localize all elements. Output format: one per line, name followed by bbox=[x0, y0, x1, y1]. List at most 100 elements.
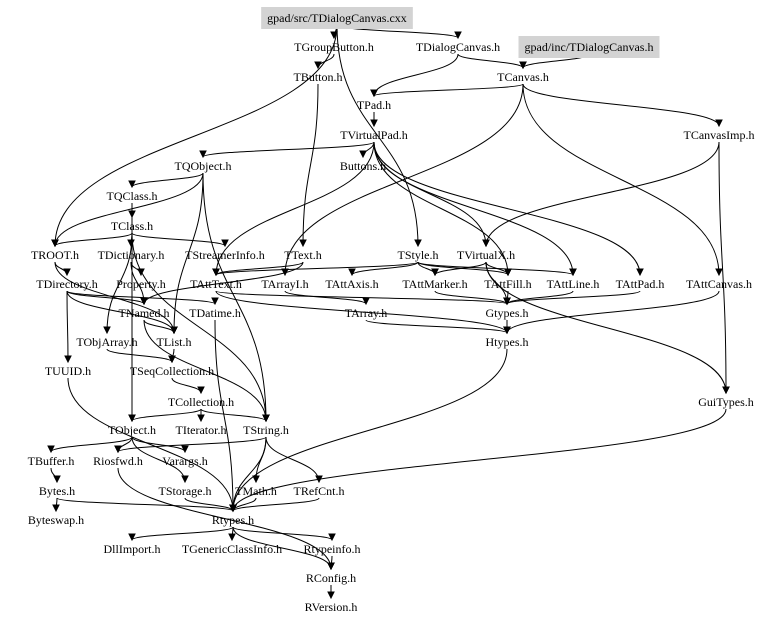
node-tstring[interactable]: TString.h bbox=[243, 423, 289, 437]
edge-tgroup-button-to-tbutton bbox=[317, 53, 335, 69]
node-tatt-pad[interactable]: TAttPad.h bbox=[616, 277, 665, 291]
arrowhead-icon bbox=[170, 326, 178, 335]
node-tbuffer[interactable]: TBuffer.h bbox=[28, 454, 75, 468]
node-label: TMath.h bbox=[235, 484, 277, 498]
arrowhead-icon bbox=[128, 180, 136, 189]
edge-tqobject-to-tqclass bbox=[131, 172, 204, 188]
node-tgeneric-class-info[interactable]: TGenericClassInfo.h bbox=[182, 542, 282, 556]
node-tstorage[interactable]: TStorage.h bbox=[159, 484, 212, 498]
arrowhead-icon bbox=[454, 31, 462, 40]
edge-tvirtual-x-to-tatt-marker bbox=[434, 261, 487, 276]
node-buttons[interactable]: Buttons.h bbox=[340, 159, 386, 173]
node-tnamed[interactable]: TNamed.h bbox=[119, 306, 170, 320]
node-rconfig[interactable]: RConfig.h bbox=[306, 571, 356, 585]
edge-rtypes-to-rconfig bbox=[232, 526, 332, 570]
node-label: TUUID.h bbox=[45, 364, 91, 378]
node-label: TNamed.h bbox=[119, 306, 170, 320]
node-label: gpad/inc/TDialogCanvas.h bbox=[525, 40, 654, 54]
edge-tvirtual-pad-to-tatt-pad bbox=[373, 141, 641, 276]
node-label: TIterator.h bbox=[176, 423, 227, 437]
node-label: TCanvas.h bbox=[497, 70, 549, 84]
node-titerator[interactable]: TIterator.h bbox=[176, 423, 227, 437]
node-tatt-canvas[interactable]: TAttCanvas.h bbox=[686, 277, 752, 291]
node-label: TDictionary.h bbox=[98, 248, 165, 262]
node-label: GuiTypes.h bbox=[698, 395, 754, 409]
node-gui-types[interactable]: GuiTypes.h bbox=[698, 395, 754, 409]
node-label: Varargs.h bbox=[162, 454, 207, 468]
node-tgroup-button[interactable]: TGroupButton.h bbox=[294, 40, 374, 54]
node-tseq-collection[interactable]: TSeqCollection.h bbox=[130, 364, 214, 378]
node-tarray-i[interactable]: TArrayI.h bbox=[261, 277, 308, 291]
arrowhead-icon bbox=[431, 268, 439, 277]
node-riosfwd[interactable]: Riosfwd.h bbox=[93, 454, 143, 468]
node-dll-import[interactable]: DllImport.h bbox=[104, 542, 161, 556]
arrowhead-icon bbox=[503, 297, 511, 306]
arrowhead-icon bbox=[168, 355, 176, 364]
node-tlist[interactable]: TList.h bbox=[157, 335, 192, 349]
node-tatt-axis[interactable]: TAttAxis.h bbox=[325, 277, 378, 291]
edge-tdirectory-to-tnamed bbox=[66, 290, 145, 305]
node-tdictionary[interactable]: TDictionary.h bbox=[98, 248, 165, 262]
node-byteswap[interactable]: Byteswap.h bbox=[28, 513, 84, 527]
node-tcollection[interactable]: TCollection.h bbox=[168, 395, 234, 409]
node-tobj-array[interactable]: TObjArray.h bbox=[76, 335, 137, 349]
node-tdialog-canvas[interactable]: TDialogCanvas.h bbox=[416, 40, 500, 54]
arrowhead-icon bbox=[327, 562, 335, 571]
node-tobject[interactable]: TObject.h bbox=[108, 423, 156, 437]
node-label: TAttText.h bbox=[190, 277, 242, 291]
edge-bytes-to-rtypes bbox=[56, 497, 234, 512]
node-tqobject[interactable]: TQObject.h bbox=[175, 159, 232, 173]
node-label: TObjArray.h bbox=[76, 335, 137, 349]
node-tclass[interactable]: TClass.h bbox=[111, 219, 153, 233]
node-ttext[interactable]: TText.h bbox=[284, 248, 321, 262]
arrowhead-icon bbox=[504, 268, 512, 277]
node-troot[interactable]: TROOT.h bbox=[31, 248, 79, 262]
node-rtypeinfo[interactable]: Rtypeinfo.h bbox=[304, 542, 361, 556]
edge-tdialog-canvas-to-tcanvas bbox=[457, 53, 524, 69]
arrowhead-icon bbox=[103, 326, 111, 335]
node-tcanvas[interactable]: TCanvas.h bbox=[497, 70, 549, 84]
node-tstreamer-info[interactable]: TStreamerInfo.h bbox=[185, 248, 265, 262]
node-varargs[interactable]: Varargs.h bbox=[162, 454, 207, 468]
node-tatt-fill[interactable]: TAttFill.h bbox=[484, 277, 531, 291]
edge-tdirectory-to-tlist bbox=[66, 290, 175, 334]
node-tbutton[interactable]: TButton.h bbox=[293, 70, 342, 84]
node-tatt-marker[interactable]: TAttMarker.h bbox=[402, 277, 467, 291]
node-rversion[interactable]: RVersion.h bbox=[305, 600, 358, 614]
arrowhead-icon bbox=[137, 268, 145, 277]
arrowhead-icon bbox=[327, 591, 335, 600]
node-rtypes[interactable]: Rtypes.h bbox=[212, 513, 254, 527]
node-tatt-line[interactable]: TAttLine.h bbox=[547, 277, 600, 291]
node-label: TAttPad.h bbox=[616, 277, 665, 291]
node-src[interactable]: gpad/src/TDialogCanvas.cxx bbox=[261, 7, 413, 29]
node-tvirtual-pad[interactable]: TVirtualPad.h bbox=[340, 128, 408, 142]
arrowhead-icon bbox=[128, 414, 136, 423]
node-tdirectory[interactable]: TDirectory.h bbox=[36, 277, 98, 291]
node-tcanvas-imp[interactable]: TCanvasImp.h bbox=[684, 128, 755, 142]
node-inc[interactable]: gpad/inc/TDialogCanvas.h bbox=[518, 36, 660, 58]
node-label: TGenericClassInfo.h bbox=[182, 542, 282, 556]
node-gtypes[interactable]: Gtypes.h bbox=[486, 306, 529, 320]
node-htypes[interactable]: Htypes.h bbox=[486, 335, 529, 349]
node-label: TStyle.h bbox=[398, 248, 439, 262]
node-tarray[interactable]: TArray.h bbox=[345, 306, 388, 320]
node-label: TAttAxis.h bbox=[325, 277, 378, 291]
node-tvirtual-x[interactable]: TVirtualX.h bbox=[457, 248, 515, 262]
node-tpad[interactable]: TPad.h bbox=[357, 98, 391, 112]
node-tdatime[interactable]: TDatime.h bbox=[189, 306, 241, 320]
arrowhead-icon bbox=[370, 89, 378, 98]
node-tmath[interactable]: TMath.h bbox=[235, 484, 277, 498]
edge-tclass-to-tstring bbox=[131, 232, 267, 422]
edge-tdirectory-to-tuuid bbox=[66, 290, 69, 363]
node-tatt-text[interactable]: TAttText.h bbox=[190, 277, 242, 291]
node-tref-cnt[interactable]: TRefCnt.h bbox=[294, 484, 345, 498]
node-tstyle[interactable]: TStyle.h bbox=[398, 248, 439, 262]
node-tqclass[interactable]: TQClass.h bbox=[107, 189, 158, 203]
edge-tstorage-to-rtypes bbox=[184, 497, 234, 512]
edge-src-to-troot bbox=[54, 24, 338, 247]
edge-tcanvas-to-tarray-i bbox=[284, 83, 524, 276]
highlight-box bbox=[518, 36, 660, 58]
node-bytes[interactable]: Bytes.h bbox=[39, 484, 75, 498]
node-property[interactable]: Property.h bbox=[116, 277, 166, 291]
node-tuuid[interactable]: TUUID.h bbox=[45, 364, 91, 378]
